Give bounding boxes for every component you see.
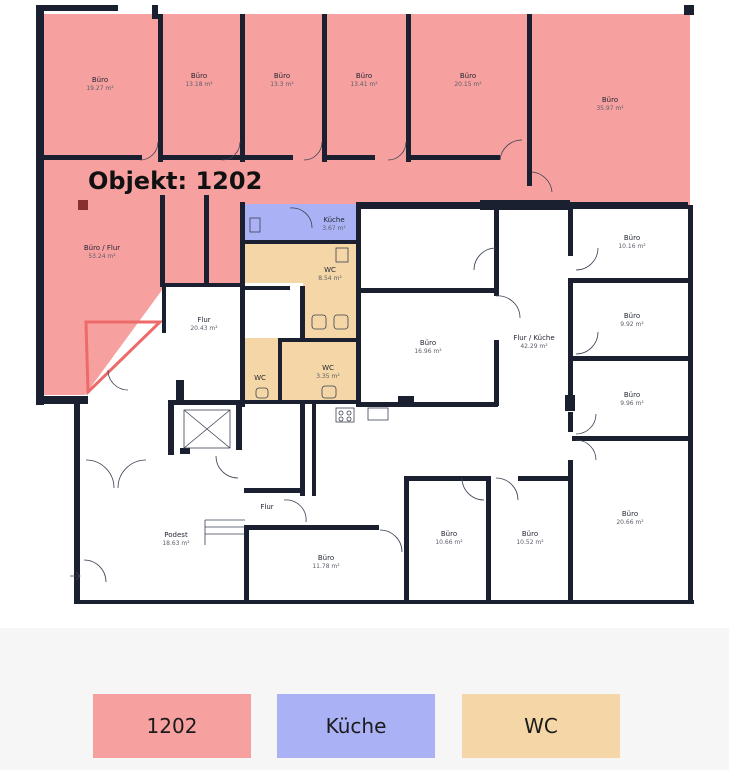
room-label: Podest [164,531,188,539]
room-label: Büro [318,554,334,562]
object-corner-outline [84,320,164,396]
room-label: Büro [356,72,372,80]
room-label: Flur [260,503,273,511]
room-label: Küche [323,216,344,224]
room-label: Büro [191,72,207,80]
room-area: 16.96 m² [414,348,442,355]
room-area: 18.63 m² [162,540,190,547]
room-label: Büro [624,234,640,242]
room-area: 3.67 m² [322,225,346,232]
floor-plan: Büro 19.27 m² Büro 13.18 m² Büro 13.3 m²… [36,5,694,604]
fixtures [70,200,389,581]
room-area: 10.66 m² [435,539,463,546]
room-labels: Büro 19.27 m² Büro 13.18 m² Büro 13.3 m²… [84,72,646,570]
room-label: Büro [274,72,290,80]
room-label: Büro [460,72,476,80]
room-label: Büro [622,510,638,518]
room-label: Büro [522,530,538,538]
room-area: 10.16 m² [618,243,646,250]
room-area: 19.27 m² [86,85,114,92]
room-area: 35.97 m² [596,105,624,112]
room-label: Büro [441,530,457,538]
walls [36,5,694,604]
room-area: 3.35 m² [316,373,340,380]
legend-label: WC [524,714,558,738]
room-area: 13.41 m² [350,81,378,88]
wc-area-lower [244,338,358,402]
room-area: 20.15 m² [454,81,482,88]
room-area: 9.92 m² [620,321,644,328]
legend-label: Küche [325,714,387,738]
doors [83,139,599,583]
room-label: WC [322,364,334,372]
room-label: Büro [602,96,618,104]
room-area: 53.24 m² [88,253,116,260]
legend: 1202 Küche WC [0,628,729,770]
room-area: 20.43 m² [190,325,218,332]
room-label: Büro / Flur [84,244,120,252]
legend-label: 1202 [146,714,198,738]
wc-areas [244,243,358,402]
room-area: 20.66 m² [616,519,644,526]
room-label: Flur [197,316,210,324]
room-label: Büro [624,312,640,320]
room-label: WC [254,374,266,382]
legend-item-kueche: Küche [277,694,435,758]
room-area: 42.29 m² [520,343,548,350]
wc-area-upper [244,243,358,283]
room-area: 9.96 m² [620,400,644,407]
legend-item-wc: WC [462,694,620,758]
room-area: 13.3 m² [270,81,294,88]
wc-area-upper-right [303,283,358,343]
room-label: Flur / Küche [513,334,554,342]
room-label: Büro [92,76,108,84]
room-label: Büro [624,391,640,399]
room-area: 8.54 m² [318,275,342,282]
object-label: Objekt: 1202 [88,167,262,195]
room-label: WC [324,266,336,274]
room-area: 13.18 m² [185,81,213,88]
column-marker [78,200,88,210]
room-area: 10.52 m² [516,539,544,546]
room-area: 11.78 m² [312,563,340,570]
legend-item-1202: 1202 [93,694,251,758]
floor-plan-drawing: Büro 19.27 m² Büro 13.18 m² Büro 13.3 m²… [36,5,694,604]
room-label: Büro [420,339,436,347]
